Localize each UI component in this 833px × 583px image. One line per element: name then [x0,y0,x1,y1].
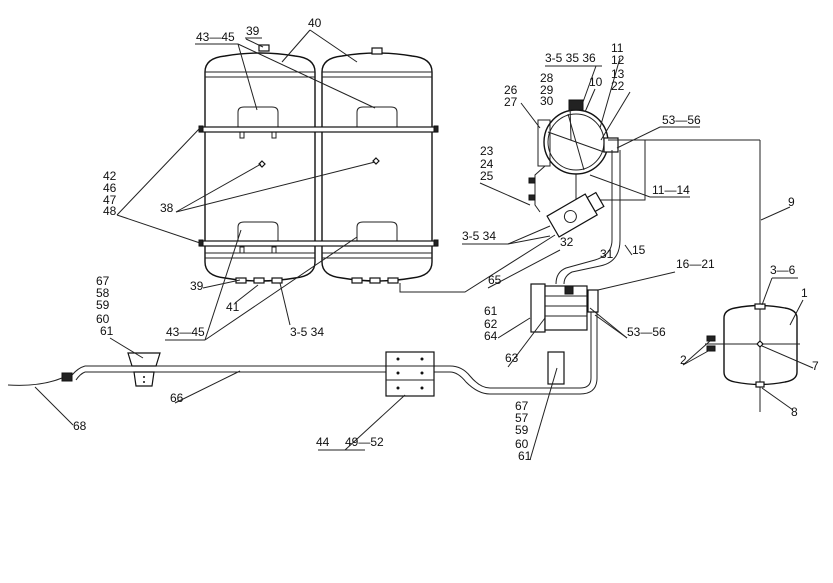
leader-lines [34,29,814,461]
pump [530,283,599,333]
label-47: 47 [103,193,117,207]
label-48: 48 [103,204,117,218]
label-16-21: 16—21 [676,257,715,271]
label-62: 62 [484,317,498,331]
label-29: 29 [540,83,554,97]
label-3-5-34-valve: 3-5 34 [462,229,496,243]
label-49-52: 49—52 [345,435,384,449]
label-12: 12 [611,53,625,67]
hose-68 [7,377,63,386]
label-60: 60 [96,312,110,326]
label-25: 25 [480,169,494,183]
label-26: 26 [504,83,518,97]
label-67-cyl: 67 [515,399,529,413]
label-43-45-bottom: 43—45 [166,325,205,339]
label-13: 13 [611,67,625,81]
label-39-top: 39 [246,24,260,38]
label-9: 9 [788,195,795,209]
small-tank [705,303,800,388]
control-valve [546,191,605,238]
pipe-15 [555,150,613,285]
label-61: 61 [100,324,114,338]
storage-tank-right [321,47,433,284]
label-44: 44 [316,435,330,449]
tank-straps [198,125,439,247]
label-42: 42 [103,169,117,183]
label-60-cyl: 60 [515,437,529,451]
label-3-5-34-tank: 3-5 34 [290,325,324,339]
label-28: 28 [540,71,554,85]
label-64: 64 [484,329,498,343]
label-43-45-top: 43—45 [196,30,235,44]
label-31: 31 [600,247,614,261]
label-39-bottom: 39 [190,279,204,293]
label-61-pump: 61 [484,304,498,318]
cylinder-67 [547,351,565,385]
label-67: 67 [96,274,110,288]
label-32: 32 [560,235,574,249]
label-24: 24 [480,157,494,171]
label-3-5-35-36: 3-5 35 36 [545,51,596,65]
label-58: 58 [96,286,110,300]
label-59-cyl: 59 [515,423,529,437]
label-38: 38 [160,201,174,215]
label-68: 68 [73,419,87,433]
filter-assembly [528,99,646,213]
label-3-6: 3—6 [770,263,796,277]
label-2: 2 [680,353,687,367]
label-10: 10 [589,75,603,89]
label-7: 7 [812,359,819,373]
sight-glass-icon [372,157,380,165]
hose-coupling-icon [61,372,73,382]
label-22: 22 [611,79,625,93]
mounting-block [385,351,435,397]
label-23: 23 [480,144,494,158]
label-1: 1 [801,286,808,300]
label-11-14: 11—14 [652,183,690,197]
funnel [127,352,161,387]
label-65: 65 [488,273,502,287]
label-53-56-top: 53—56 [662,113,701,127]
label-40: 40 [308,16,322,30]
tank-outlet-pipe [399,234,556,293]
label-41: 41 [226,300,240,314]
label-11: 11 [611,41,624,55]
label-63: 63 [505,351,519,365]
part-labels: 39 40 43—45 42 46 47 48 38 39 41 43—45 3… [73,16,819,463]
label-59: 59 [96,298,110,312]
label-46: 46 [103,181,117,195]
label-15: 15 [632,243,646,257]
label-30: 30 [540,94,554,108]
label-27: 27 [504,95,518,109]
label-57: 57 [515,411,529,425]
label-8: 8 [791,405,798,419]
label-66: 66 [170,391,184,405]
sight-glass-icon [258,160,266,168]
label-61-cyl: 61 [518,449,532,463]
label-53-56-bottom: 53—56 [627,325,666,339]
pump-outlet-pipe [449,312,592,389]
